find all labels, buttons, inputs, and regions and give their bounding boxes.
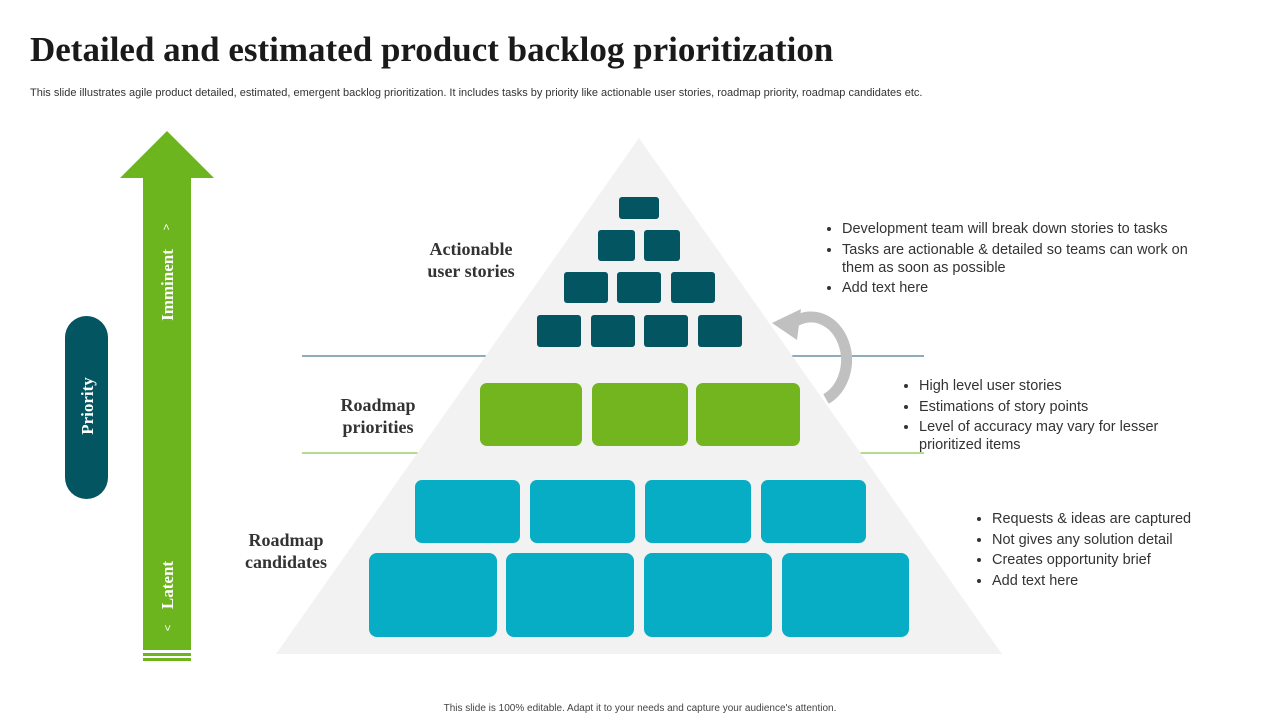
block bbox=[761, 480, 866, 543]
block bbox=[592, 383, 688, 446]
block bbox=[671, 272, 715, 303]
block bbox=[506, 553, 634, 637]
tier-label-actionable: Actionable user stories bbox=[427, 239, 515, 281]
block bbox=[644, 230, 680, 261]
list-item: Estimations of story points bbox=[919, 398, 1219, 416]
page-subtitle: This slide illustrates agile product det… bbox=[30, 87, 923, 99]
footer-note: This slide is 100% editable. Adapt it to… bbox=[443, 703, 837, 714]
block bbox=[696, 383, 800, 446]
tier-label-roadmap-priorities: Roadmap priorities bbox=[340, 395, 416, 437]
block bbox=[564, 272, 608, 303]
latent-label: Latent bbox=[158, 560, 177, 610]
chevron-up-icon: > bbox=[161, 223, 173, 231]
return-arrow bbox=[772, 309, 852, 404]
priority-arrow bbox=[120, 131, 214, 661]
imminent-label: Imminent bbox=[158, 249, 177, 321]
block bbox=[530, 480, 635, 543]
bullet-list-roadmap-candidates: Requests & ideas are captured Not gives … bbox=[974, 510, 1280, 592]
bullet-list-actionable: Development team will break down stories… bbox=[824, 220, 1222, 300]
list-item: Requests & ideas are captured bbox=[992, 510, 1280, 528]
chevron-down-icon: > bbox=[161, 624, 173, 632]
block bbox=[591, 315, 635, 347]
page-title: Detailed and estimated product backlog p… bbox=[30, 30, 834, 69]
list-item: Add text here bbox=[992, 572, 1280, 590]
priority-label: Priority bbox=[78, 377, 97, 435]
list-item: Creates opportunity brief bbox=[992, 551, 1280, 569]
block bbox=[619, 197, 659, 219]
block bbox=[698, 315, 742, 347]
tier-actionable-blocks bbox=[537, 197, 742, 347]
tier-roadmap-priorities-blocks bbox=[480, 383, 800, 446]
list-item: Tasks are actionable & detailed so teams… bbox=[842, 241, 1222, 277]
block bbox=[617, 272, 661, 303]
tier-roadmap-candidates-blocks bbox=[369, 480, 909, 637]
block bbox=[598, 230, 635, 261]
block bbox=[782, 553, 909, 637]
bullet-list-roadmap-priorities: High level user stories Estimations of s… bbox=[901, 377, 1219, 457]
list-item: Level of accuracy may vary for lesser pr… bbox=[919, 418, 1219, 454]
priority-pill bbox=[65, 316, 108, 499]
block bbox=[369, 553, 497, 637]
block bbox=[415, 480, 520, 543]
tier-label-roadmap-candidates: Roadmap candidates bbox=[244, 530, 327, 572]
block bbox=[645, 480, 751, 543]
block bbox=[644, 315, 688, 347]
block bbox=[480, 383, 582, 446]
list-item: Add text here bbox=[842, 279, 1222, 297]
block bbox=[537, 315, 581, 347]
list-item: High level user stories bbox=[919, 377, 1219, 395]
list-item: Development team will break down stories… bbox=[842, 220, 1222, 238]
list-item: Not gives any solution detail bbox=[992, 531, 1280, 549]
block bbox=[644, 553, 772, 637]
